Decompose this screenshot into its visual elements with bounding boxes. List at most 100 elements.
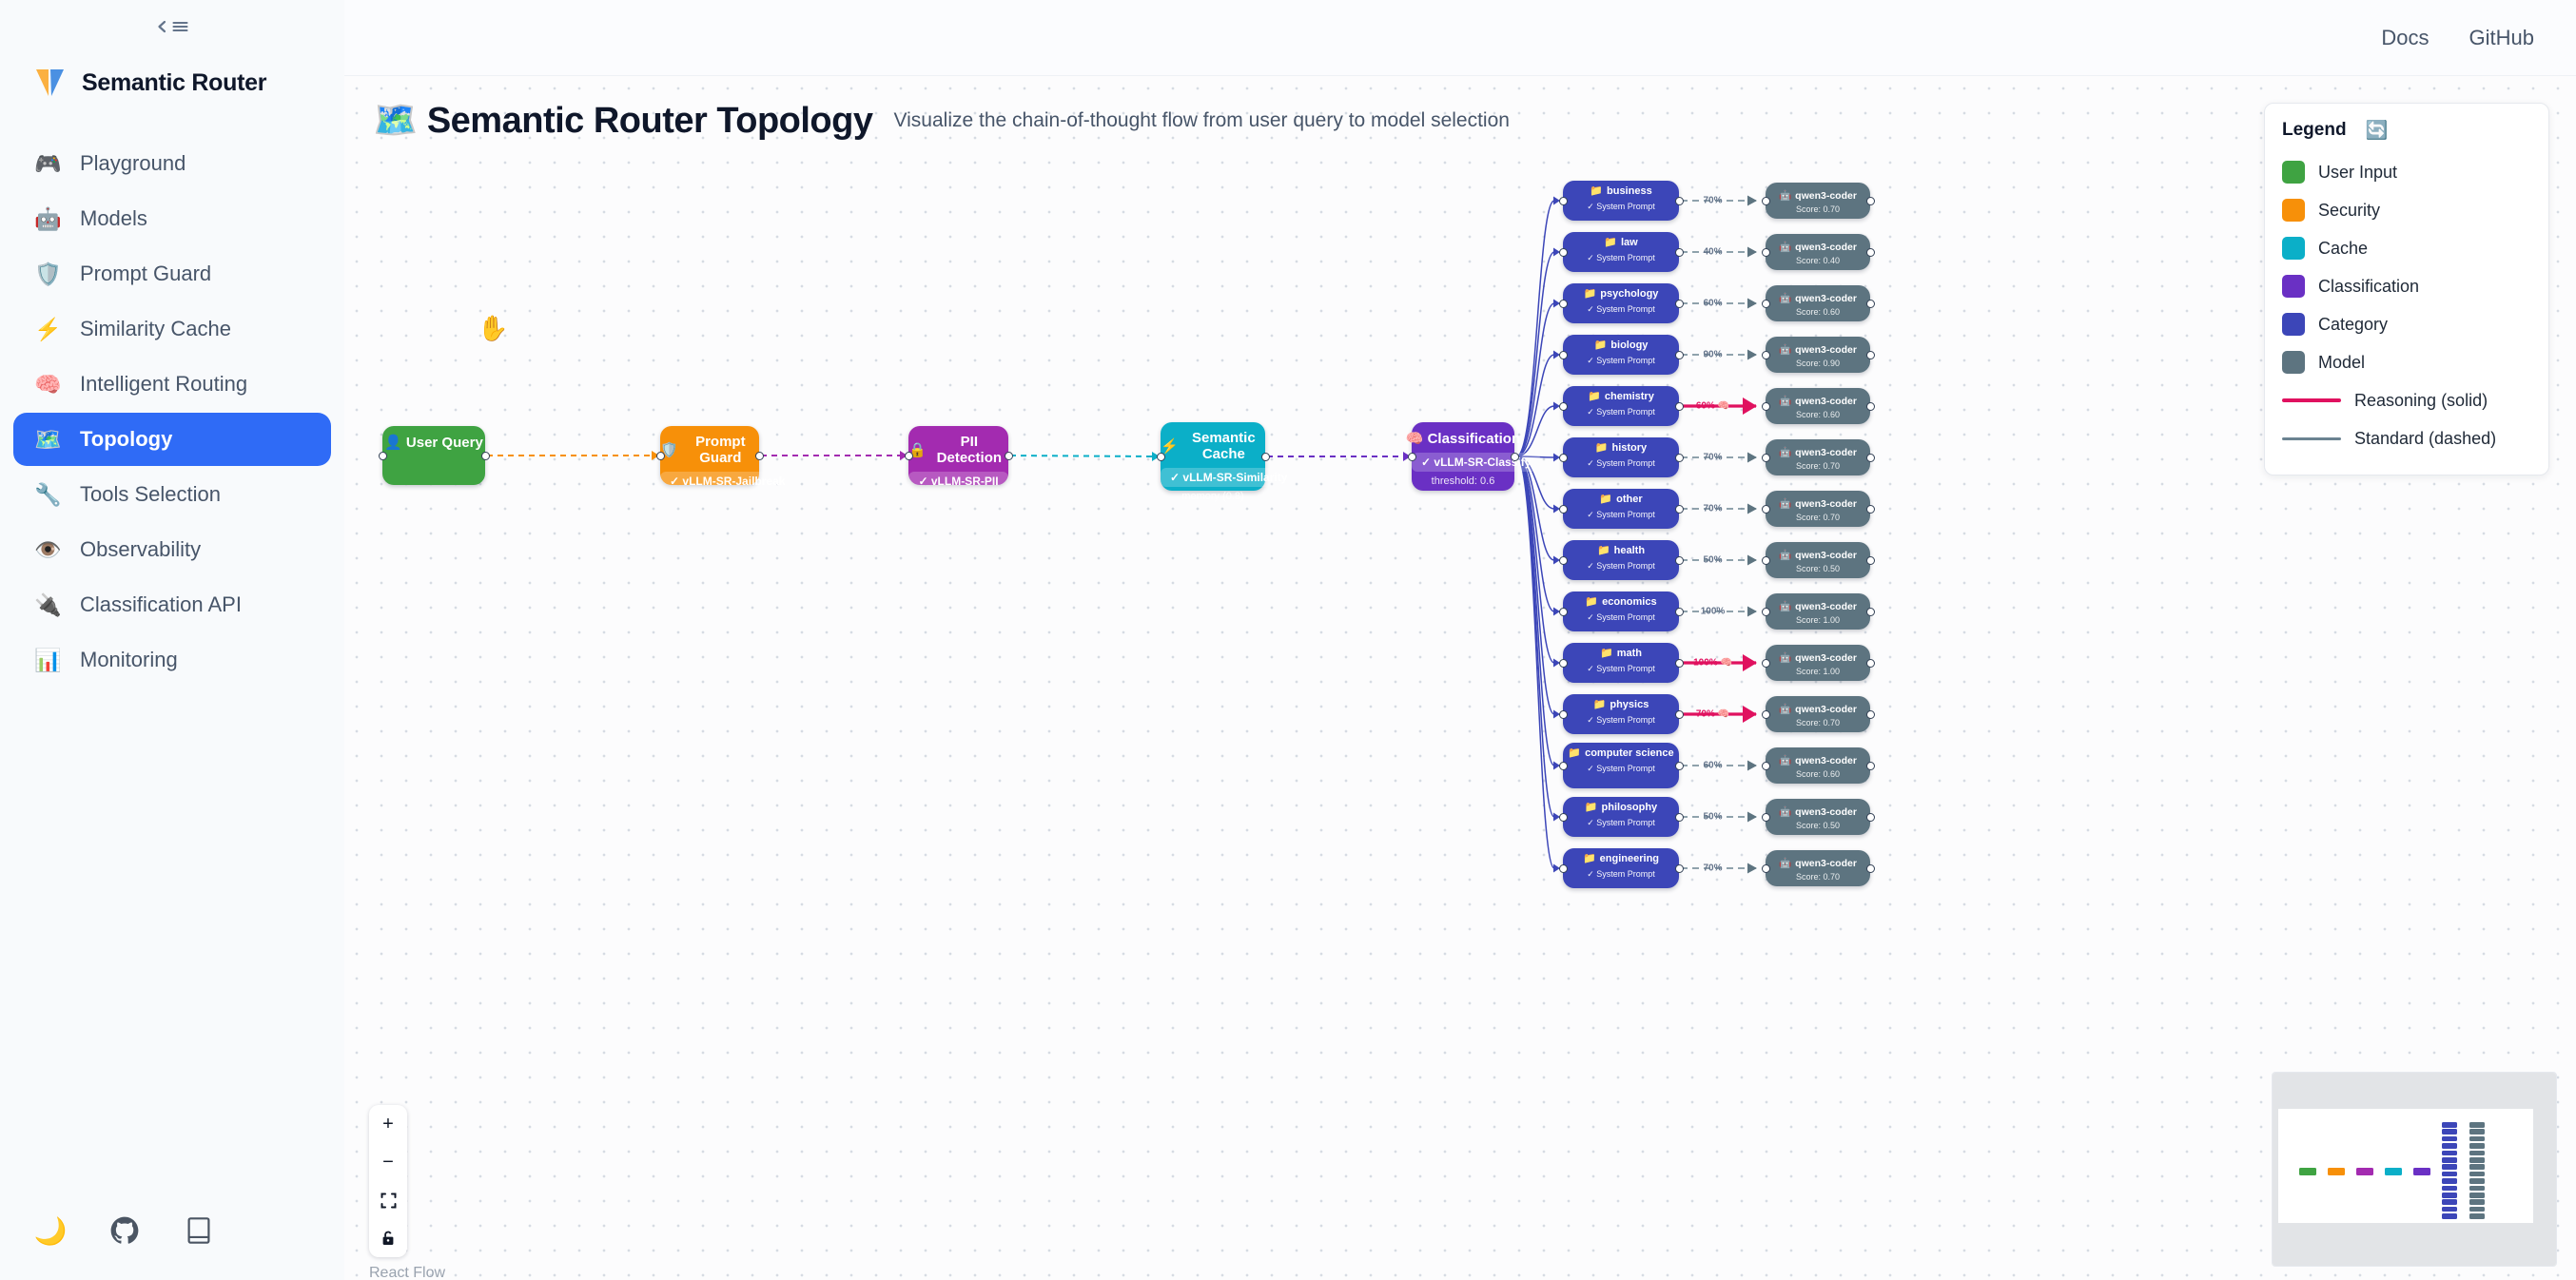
- sidebar-item-monitoring[interactable]: 📊 Monitoring: [13, 633, 331, 687]
- refresh-icon[interactable]: 🔄: [2365, 121, 2389, 141]
- category-node[interactable]: 📁psychology✓ System Prompt: [1558, 283, 1684, 323]
- handle-left[interactable]: [1761, 350, 1770, 359]
- handle-right[interactable]: [1865, 247, 1875, 257]
- handle-left[interactable]: [1558, 658, 1568, 668]
- handle-right[interactable]: [1674, 401, 1684, 411]
- node-guard[interactable]: 🛡️Prompt Guard✓ vLLM-SR-Jailbreak: [655, 426, 795, 491]
- handle-right[interactable]: [1004, 451, 1013, 460]
- handle-right[interactable]: [1674, 350, 1684, 359]
- lock-icon[interactable]: [369, 1219, 407, 1257]
- handle-right[interactable]: [1674, 812, 1684, 822]
- handle-left[interactable]: [1407, 452, 1416, 461]
- handle-right[interactable]: [1674, 607, 1684, 616]
- category-node[interactable]: 📁other✓ System Prompt: [1558, 489, 1684, 529]
- handle-left[interactable]: [378, 451, 387, 460]
- github-icon[interactable]: [108, 1214, 141, 1247]
- dark-mode-toggle-icon[interactable]: 🌙: [33, 1215, 68, 1246]
- minimap[interactable]: [2272, 1072, 2557, 1267]
- handle-right[interactable]: [1865, 709, 1875, 719]
- handle-left[interactable]: [1761, 658, 1770, 668]
- sidebar-item-observability[interactable]: 👁️ Observability: [13, 523, 331, 576]
- handle-left[interactable]: [1761, 555, 1770, 565]
- react-flow-attribution[interactable]: React Flow: [369, 1265, 446, 1280]
- handle-left[interactable]: [1558, 504, 1568, 514]
- handle-left[interactable]: [1558, 350, 1568, 359]
- sidebar-item-models[interactable]: 🤖 Models: [13, 192, 331, 245]
- handle-left[interactable]: [1558, 196, 1568, 205]
- category-node[interactable]: 📁history✓ System Prompt: [1558, 437, 1684, 477]
- handle-left[interactable]: [1558, 555, 1568, 565]
- handle-right[interactable]: [1260, 452, 1270, 461]
- handle-right[interactable]: [1674, 761, 1684, 770]
- handle-left[interactable]: [1761, 299, 1770, 308]
- handle-right[interactable]: [1674, 709, 1684, 719]
- handle-right[interactable]: [1865, 196, 1875, 205]
- category-node[interactable]: 📁computer science✓ System Prompt: [1558, 743, 1684, 788]
- handle-left[interactable]: [1761, 863, 1770, 873]
- category-node[interactable]: 📁biology✓ System Prompt: [1558, 335, 1684, 375]
- topbar-link-docs[interactable]: Docs: [2381, 25, 2430, 49]
- category-node[interactable]: 📁math✓ System Prompt: [1558, 643, 1684, 683]
- handle-left[interactable]: [1156, 452, 1165, 461]
- handle-left[interactable]: [1761, 401, 1770, 411]
- handle-right[interactable]: [1865, 350, 1875, 359]
- handle-right[interactable]: [1865, 812, 1875, 822]
- category-node[interactable]: 📁business✓ System Prompt: [1558, 181, 1684, 221]
- handle-left[interactable]: [1558, 247, 1568, 257]
- zoom-out-button[interactable]: −: [382, 1151, 394, 1173]
- handle-left[interactable]: [1761, 761, 1770, 770]
- handle-left[interactable]: [1761, 607, 1770, 616]
- handle-left[interactable]: [1761, 196, 1770, 205]
- category-node[interactable]: 📁health✓ System Prompt: [1558, 540, 1684, 580]
- handle-left[interactable]: [1558, 607, 1568, 616]
- handle-left[interactable]: [1761, 504, 1770, 514]
- node-user[interactable]: 👤User Query: [378, 426, 490, 485]
- collapse-sidebar-icon[interactable]: [150, 16, 194, 37]
- brand[interactable]: Semantic Router: [0, 53, 344, 112]
- node-pii[interactable]: 🔒PII Detection✓ vLLM-SR-PII: [904, 426, 1013, 491]
- handle-left[interactable]: [1761, 709, 1770, 719]
- handle-right[interactable]: [1674, 863, 1684, 873]
- handle-right[interactable]: [1674, 299, 1684, 308]
- handle-right[interactable]: [1865, 555, 1875, 565]
- sidebar-item-similarity-cache[interactable]: ⚡ Similarity Cache: [13, 302, 331, 356]
- handle-right[interactable]: [1865, 401, 1875, 411]
- handle-right[interactable]: [1674, 555, 1684, 565]
- zoom-in-button[interactable]: +: [382, 1113, 394, 1135]
- handle-right[interactable]: [1865, 761, 1875, 770]
- fit-view-icon[interactable]: [369, 1181, 407, 1219]
- handle-right[interactable]: [1674, 504, 1684, 514]
- handle-left[interactable]: [1558, 709, 1568, 719]
- sidebar-item-playground[interactable]: 🎮 Playground: [13, 137, 331, 190]
- handle-left[interactable]: [1558, 761, 1568, 770]
- category-node[interactable]: 📁law✓ System Prompt: [1558, 232, 1684, 272]
- handle-left[interactable]: [1558, 812, 1568, 822]
- handle-right[interactable]: [1510, 452, 1519, 461]
- topbar-link-github[interactable]: GitHub: [2469, 25, 2534, 49]
- sidebar-item-classification-api[interactable]: 🔌 Classification API: [13, 578, 331, 631]
- handle-right[interactable]: [1865, 863, 1875, 873]
- handle-right[interactable]: [1674, 247, 1684, 257]
- react-flow-viewport[interactable]: 👤User Query 🛡️Prompt Guard✓ vLLM-SR-Jailb…: [344, 76, 2576, 1280]
- handle-right[interactable]: [1674, 658, 1684, 668]
- handle-left[interactable]: [1558, 863, 1568, 873]
- handle-right[interactable]: [1865, 299, 1875, 308]
- sidebar-item-topology[interactable]: 🗺️ Topology: [13, 413, 331, 466]
- sidebar-item-intelligent-routing[interactable]: 🧠 Intelligent Routing: [13, 358, 331, 411]
- handle-left[interactable]: [1761, 812, 1770, 822]
- handle-right[interactable]: [1674, 196, 1684, 205]
- handle-right[interactable]: [1865, 658, 1875, 668]
